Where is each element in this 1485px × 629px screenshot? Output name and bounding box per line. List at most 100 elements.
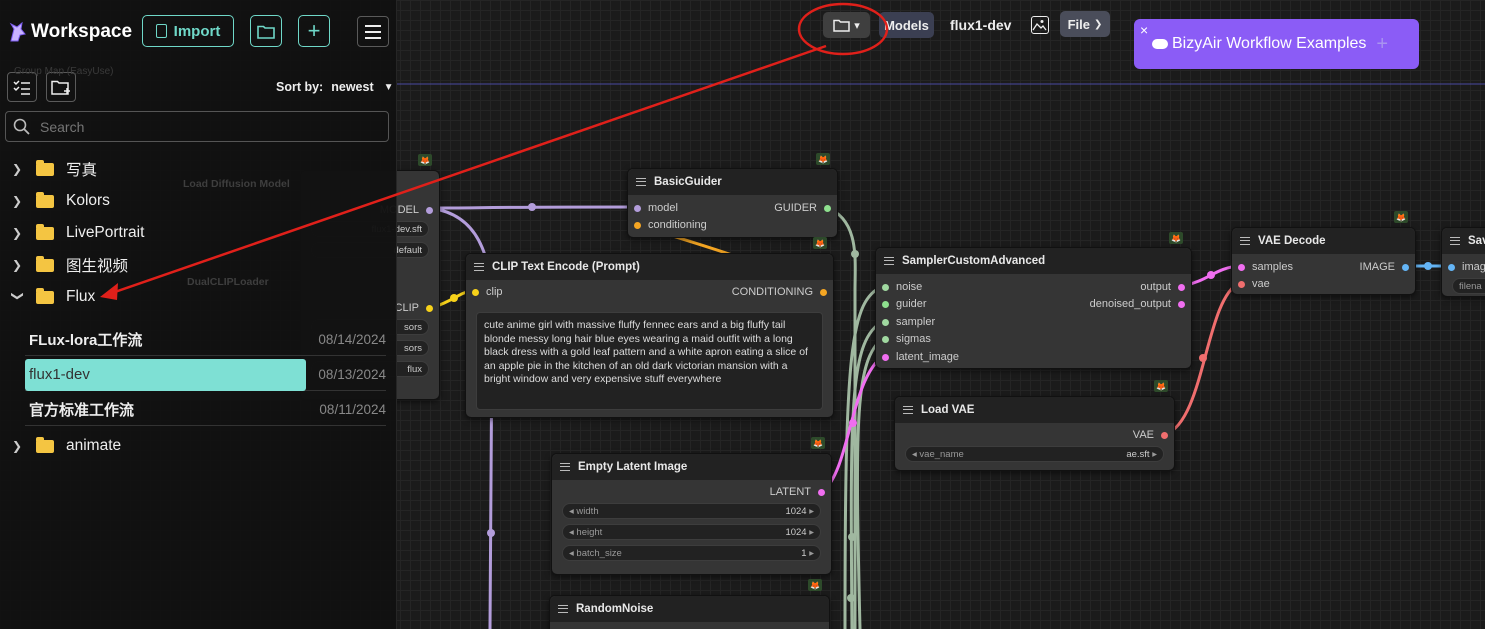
- menu-icon[interactable]: [558, 605, 568, 613]
- checklist-icon: [13, 80, 30, 95]
- menu-icon[interactable]: [636, 178, 646, 186]
- folder-icon: [36, 436, 54, 453]
- node-title[interactable]: SamplerCustomAdvanced: [876, 248, 1191, 274]
- add-folder-button[interactable]: [46, 72, 76, 102]
- node-basic-guider[interactable]: BasicGuider model conditioning GUIDER: [627, 168, 838, 238]
- input-guider[interactable]: guider: [882, 296, 927, 312]
- input-sigmas[interactable]: sigmas: [882, 331, 931, 347]
- node-title[interactable]: Load VAE: [895, 397, 1174, 423]
- node-badge-icon: 🦊: [1169, 232, 1183, 244]
- workflow-folder-button[interactable]: ▾: [823, 12, 870, 38]
- node-random-noise[interactable]: RandomNoise: [549, 595, 830, 629]
- folder-icon: [257, 25, 275, 39]
- search-box[interactable]: [5, 111, 389, 142]
- folder-item[interactable]: ❯图生视频: [12, 255, 129, 275]
- bizyair-examples-button[interactable]: × BizyAir Workflow Examples +: [1134, 19, 1419, 69]
- input-clip[interactable]: clip: [472, 284, 503, 300]
- output-denoised[interactable]: denoised_output: [1090, 296, 1185, 312]
- output-clip[interactable]: CLIP: [395, 300, 433, 316]
- input-latent-image[interactable]: latent_image: [882, 349, 959, 365]
- folder-icon: [36, 223, 54, 240]
- input-model[interactable]: model: [634, 200, 678, 216]
- menu-icon[interactable]: [474, 263, 484, 271]
- node-title[interactable]: VAE Decode: [1232, 228, 1415, 254]
- output-conditioning[interactable]: CONDITIONING: [732, 284, 827, 300]
- input-conditioning[interactable]: conditioning: [634, 217, 707, 233]
- bizyair-close-icon[interactable]: ×: [1140, 22, 1149, 38]
- node-badge-icon: 🦊: [813, 237, 827, 249]
- node-title[interactable]: Sav: [1442, 228, 1485, 254]
- menu-icon[interactable]: [1240, 237, 1250, 245]
- chevron-down-icon: ▼: [383, 81, 394, 93]
- folder-item[interactable]: ❯animate: [12, 436, 122, 454]
- new-folder-button[interactable]: [250, 15, 282, 47]
- node-title[interactable]: BasicGuider: [628, 169, 837, 195]
- chevron-down-icon: ▾: [854, 19, 860, 32]
- node-save-image[interactable]: Sav images filena: [1441, 227, 1485, 297]
- new-workflow-button[interactable]: +: [298, 15, 330, 47]
- node-title[interactable]: CLIP Text Encode (Prompt): [466, 254, 833, 280]
- menu-button[interactable]: [357, 16, 389, 47]
- workspace-sidebar: Workspace Import + Sort by: newest ▼: [0, 0, 397, 629]
- import-button[interactable]: Import: [142, 15, 234, 47]
- chevron-right-icon: ❯: [12, 439, 23, 453]
- chevron-right-icon: ❯: [12, 194, 23, 208]
- sort-control[interactable]: Sort by: newest ▼: [276, 80, 394, 94]
- folder-icon: [36, 255, 54, 272]
- ghost-node-label: Group Map (EasyUse): [14, 66, 114, 77]
- output-image[interactable]: IMAGE: [1360, 259, 1409, 275]
- node-badge-icon: 🦊: [811, 437, 825, 449]
- image-icon[interactable]: [1031, 16, 1049, 34]
- folder-item[interactable]: ❯Kolors: [12, 191, 110, 209]
- search-input[interactable]: [40, 118, 380, 135]
- output-guider[interactable]: GUIDER: [774, 200, 831, 216]
- node-vae-decode[interactable]: VAE Decode samples vae IMAGE: [1231, 227, 1416, 295]
- folder-item[interactable]: ❯LivePortrait: [12, 223, 145, 241]
- menu-icon[interactable]: [884, 257, 894, 265]
- menu-icon[interactable]: [1450, 237, 1460, 245]
- prompt-textarea[interactable]: cute anime girl with massive fluffy fenn…: [476, 312, 823, 410]
- input-sampler[interactable]: sampler: [882, 314, 935, 330]
- chevron-down-icon: ❯: [11, 291, 25, 302]
- node-sampler-custom-advanced[interactable]: SamplerCustomAdvanced noise guider sampl…: [875, 247, 1192, 369]
- workspace-title: Workspace: [31, 21, 133, 42]
- folder-icon: [36, 287, 54, 304]
- node-badge-icon: 🦊: [418, 154, 432, 166]
- folder-icon: [36, 191, 54, 208]
- multi-select-button[interactable]: [7, 72, 37, 102]
- ghost-node-label: Load Diffusion Model: [183, 178, 290, 190]
- node-title[interactable]: Empty Latent Image: [552, 454, 831, 480]
- node-badge-icon: 🦊: [1394, 211, 1408, 223]
- chevron-right-icon: ❯: [12, 162, 23, 176]
- input-images[interactable]: images: [1448, 259, 1485, 275]
- input-vae[interactable]: vae: [1238, 276, 1270, 292]
- folder-item-expanded[interactable]: ❯Flux: [11, 287, 96, 305]
- folder-plus-icon: [51, 80, 70, 95]
- output-vae[interactable]: VAE: [1133, 427, 1168, 443]
- ghost-node-label: DualCLIPLoader: [187, 276, 269, 288]
- menu-icon[interactable]: [903, 406, 913, 414]
- models-button[interactable]: Models: [879, 12, 934, 38]
- output-latent[interactable]: LATENT: [770, 484, 825, 500]
- file-menu-button[interactable]: File ❯: [1060, 11, 1110, 37]
- input-samples[interactable]: samples: [1238, 259, 1293, 275]
- input-noise[interactable]: noise: [882, 279, 922, 295]
- hamburger-icon: [365, 24, 381, 39]
- widget-filename[interactable]: filena: [1452, 278, 1485, 294]
- node-title[interactable]: RandomNoise: [550, 596, 829, 622]
- folder-item[interactable]: ❯写真: [12, 159, 98, 179]
- node-clip-text-encode[interactable]: CLIP Text Encode (Prompt) clip CONDITION…: [465, 253, 834, 418]
- node-badge-icon: 🦊: [816, 153, 830, 165]
- chevron-down-icon: ❯: [1094, 18, 1103, 30]
- menu-icon[interactable]: [560, 463, 570, 471]
- output-output[interactable]: output: [1140, 279, 1185, 295]
